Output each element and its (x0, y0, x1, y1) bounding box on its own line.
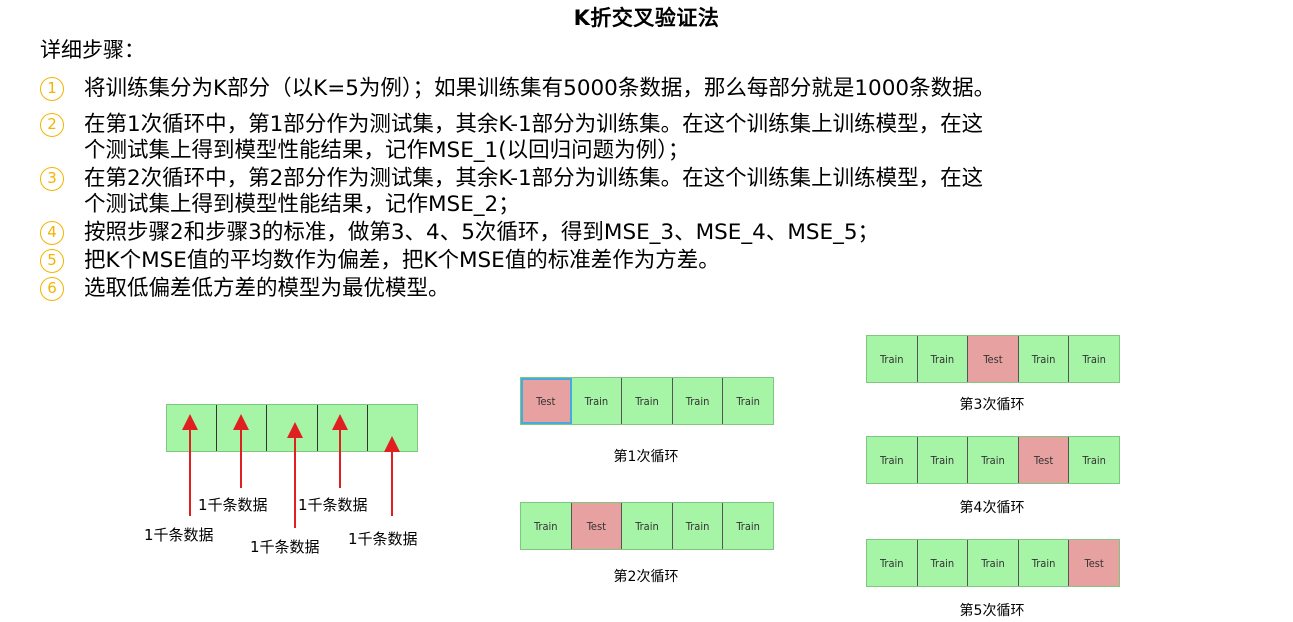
loop-3-band: Train Train Test Train Train (866, 335, 1120, 383)
step-number-3: 3 (40, 167, 64, 191)
page-title: K折交叉验证法 (573, 6, 720, 30)
loop-1-band: Test Train Train Train Train (520, 377, 774, 425)
loop-5-cell-3: Train (968, 540, 1019, 586)
loop-5-cell-5: Test (1069, 540, 1119, 586)
step-4: 4 按照步骤2和步骤3的标准，做第3、4、5次循环，得到MSE_3、MSE_4、… (40, 220, 1280, 246)
loop-2-cell-2: Test (571, 503, 623, 549)
step-number-4: 4 (40, 221, 64, 245)
data-label-4: 1千条数据 (298, 496, 368, 514)
step-number-5: 5 (40, 249, 64, 273)
step-number-1: 1 (40, 77, 64, 101)
step-text-6: 选取低偏差低方差的模型为最优模型。 (84, 276, 450, 301)
step-text-1: 将训练集分为K部分（以K=5为例）；如果训练集有5000条数据，那么每部分就是1… (84, 76, 996, 101)
data-label-5: 1千条数据 (348, 530, 418, 548)
loop-1-cell-1: Test (521, 378, 572, 424)
steps-list: 1 将训练集分为K部分（以K=5为例）；如果训练集有5000条数据，那么每部分就… (40, 76, 1280, 302)
loop-4-cell-1: Train (867, 437, 918, 483)
loop-4-cell-4: Test (1018, 437, 1070, 483)
step-6: 6 选取低偏差低方差的模型为最优模型。 (40, 276, 1280, 302)
loop-1-cell-4: Train (672, 378, 724, 424)
data-label-1: 1千条数据 (144, 526, 214, 544)
subtitle: 详细步骤： (40, 38, 145, 62)
step-text-4: 按照步骤2和步骤3的标准，做第3、4、5次循环，得到MSE_3、MSE_4、MS… (84, 220, 880, 245)
loop-2-cell-3: Train (622, 503, 673, 549)
loop-3-caption: 第3次循环 (959, 397, 1025, 413)
loop-5-cell-1: Train (867, 540, 918, 586)
loop-2-cell-4: Train (672, 503, 724, 549)
loop-4-band: Train Train Train Test Train (866, 436, 1120, 484)
step-number-2: 2 (40, 113, 64, 137)
loop-3-cell-1: Train (867, 336, 918, 382)
data-label-2: 1千条数据 (198, 496, 268, 514)
data-label-3: 1千条数据 (250, 538, 320, 556)
loop-2-caption: 第2次循环 (613, 569, 679, 585)
step-number-6: 6 (40, 277, 64, 301)
step-text-3: 在第2次循环中，第2部分作为测试集，其余K-1部分为训练集。在这个训练集上训练模… (84, 166, 984, 217)
loop-1-cell-5: Train (723, 378, 773, 424)
loop-3-cell-4: Train (1018, 336, 1070, 382)
loop-3-cell-3: Test (968, 336, 1019, 382)
loop-5-band: Train Train Train Train Test (866, 539, 1120, 587)
step-1: 1 将训练集分为K部分（以K=5为例）；如果训练集有5000条数据，那么每部分就… (40, 76, 1280, 102)
loop-4-caption: 第4次循环 (959, 500, 1025, 516)
loop-3-cell-5: Train (1069, 336, 1119, 382)
loop-2-band: Train Test Train Train Train (520, 502, 774, 550)
loop-4-cell-2: Train (917, 437, 969, 483)
step-text-2: 在第1次循环中，第1部分作为测试集，其余K-1部分为训练集。在这个训练集上训练模… (84, 112, 984, 163)
step-3: 3 在第2次循环中，第2部分作为测试集，其余K-1部分为训练集。在这个训练集上训… (40, 166, 1280, 218)
loop-5-cell-4: Train (1018, 540, 1070, 586)
step-2: 2 在第1次循环中，第1部分作为测试集，其余K-1部分为训练集。在这个训练集上训… (40, 112, 1280, 164)
step-5: 5 把K个MSE值的平均数作为偏差，把K个MSE值的标准差作为方差。 (40, 248, 1280, 274)
loop-4-cell-3: Train (968, 437, 1019, 483)
loop-5-caption: 第5次循环 (959, 603, 1025, 619)
loop-2-cell-1: Train (521, 503, 572, 549)
loop-3-cell-2: Train (917, 336, 969, 382)
loop-2-cell-5: Train (723, 503, 773, 549)
loop-1-caption: 第1次循环 (613, 449, 679, 465)
loop-1-cell-3: Train (622, 378, 673, 424)
loop-4-cell-5: Train (1069, 437, 1119, 483)
loop-1-cell-2: Train (571, 378, 623, 424)
loop-5-cell-2: Train (917, 540, 969, 586)
step-text-5: 把K个MSE值的平均数作为偏差，把K个MSE值的标准差作为方差。 (84, 248, 720, 273)
